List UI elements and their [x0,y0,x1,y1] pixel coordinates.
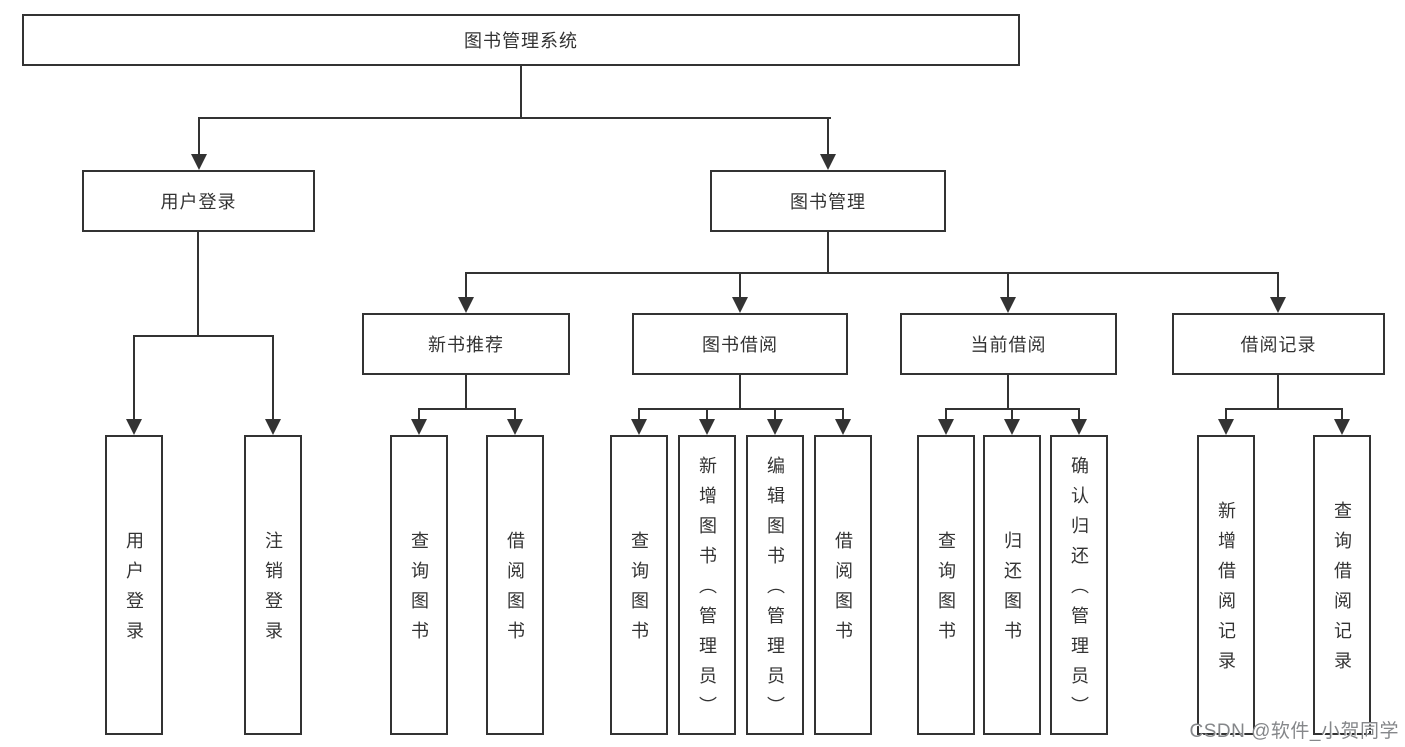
connector-line [520,66,522,118]
leaf-node-add-books-admin: 新增图书（管理员） [678,435,736,735]
arrow-down-icon [732,272,748,313]
leaf-label: 注销登录 [263,531,283,651]
leaf-node-return-books: 归还图书 [983,435,1041,735]
connector-line [465,375,467,409]
connector-line [133,335,274,337]
arrow-down-icon [835,408,851,435]
leaf-label: 编辑图书（管理员） [765,456,785,726]
connector-line [1277,375,1279,409]
arrow-down-icon [507,408,523,435]
connector-line [418,408,516,410]
arrow-down-icon [767,408,783,435]
arrow-down-icon [411,408,427,435]
arrow-down-icon [1218,408,1234,435]
arrow-down-icon [938,408,954,435]
arrow-down-icon [1000,272,1016,313]
arrow-down-icon [699,408,715,435]
leaf-label: 查询借阅记录 [1332,501,1352,681]
arrow-down-icon [458,272,474,313]
arrow-down-icon [1071,408,1087,435]
node-book-borrowing: 图书借阅 [632,313,848,375]
arrow-down-icon [191,117,207,170]
connector-line [739,375,741,409]
leaf-label: 新增借阅记录 [1216,501,1236,681]
arrow-down-icon [631,408,647,435]
leaf-node-query-books-3: 查询图书 [917,435,975,735]
arrow-down-icon [265,335,281,435]
connector-line [198,117,831,119]
arrow-down-icon [1270,272,1286,313]
connector-line [465,272,1279,274]
node-label: 当前借阅 [970,335,1047,355]
node-label: 用户登录 [160,192,237,212]
arrow-down-icon [1334,408,1350,435]
leaf-label: 新增图书（管理员） [697,456,717,726]
leaf-label: 查询图书 [409,531,429,651]
leaf-node-confirm-return-admin: 确认归还（管理员） [1050,435,1108,735]
arrow-down-icon [126,335,142,435]
leaf-label: 查询图书 [629,531,649,651]
leaf-node-user-login: 用户登录 [105,435,163,735]
leaf-node-borrow-books-2: 借阅图书 [814,435,872,735]
leaf-node-logout: 注销登录 [244,435,302,735]
leaf-node-query-books-2: 查询图书 [610,435,668,735]
node-current-borrowing: 当前借阅 [900,313,1117,375]
arrow-down-icon [1004,408,1020,435]
connector-line [1007,375,1009,409]
connector-line [1225,408,1343,410]
leaf-label: 归还图书 [1002,531,1022,651]
node-library-system: 图书管理系统 [22,14,1020,66]
leaf-label: 查询图书 [936,531,956,651]
connector-line [197,232,199,336]
arrow-down-icon [820,117,836,170]
leaf-node-edit-books-admin: 编辑图书（管理员） [746,435,804,735]
connector-line [827,232,829,274]
csdn-watermark: CSDN @软件_小贺同学 [1189,721,1399,742]
node-label: 图书管理系统 [464,31,578,51]
leaf-node-query-books-1: 查询图书 [390,435,448,735]
leaf-node-query-borrow-record: 查询借阅记录 [1313,435,1371,735]
leaf-node-borrow-books-1: 借阅图书 [486,435,544,735]
leaf-node-add-borrow-record: 新增借阅记录 [1197,435,1255,735]
leaf-label: 用户登录 [124,531,144,651]
node-book-management: 图书管理 [710,170,946,232]
node-borrow-records: 借阅记录 [1172,313,1385,375]
node-user-login: 用户登录 [82,170,315,232]
node-label: 借阅记录 [1240,335,1317,355]
leaf-label: 确认归还（管理员） [1069,456,1089,726]
node-label: 图书借阅 [702,335,778,355]
connector-line [638,408,844,410]
leaf-label: 借阅图书 [833,531,853,651]
node-label: 新书推荐 [428,335,504,355]
node-label: 图书管理 [790,192,866,212]
leaf-label: 借阅图书 [505,531,525,651]
node-new-book-recommend: 新书推荐 [362,313,570,375]
